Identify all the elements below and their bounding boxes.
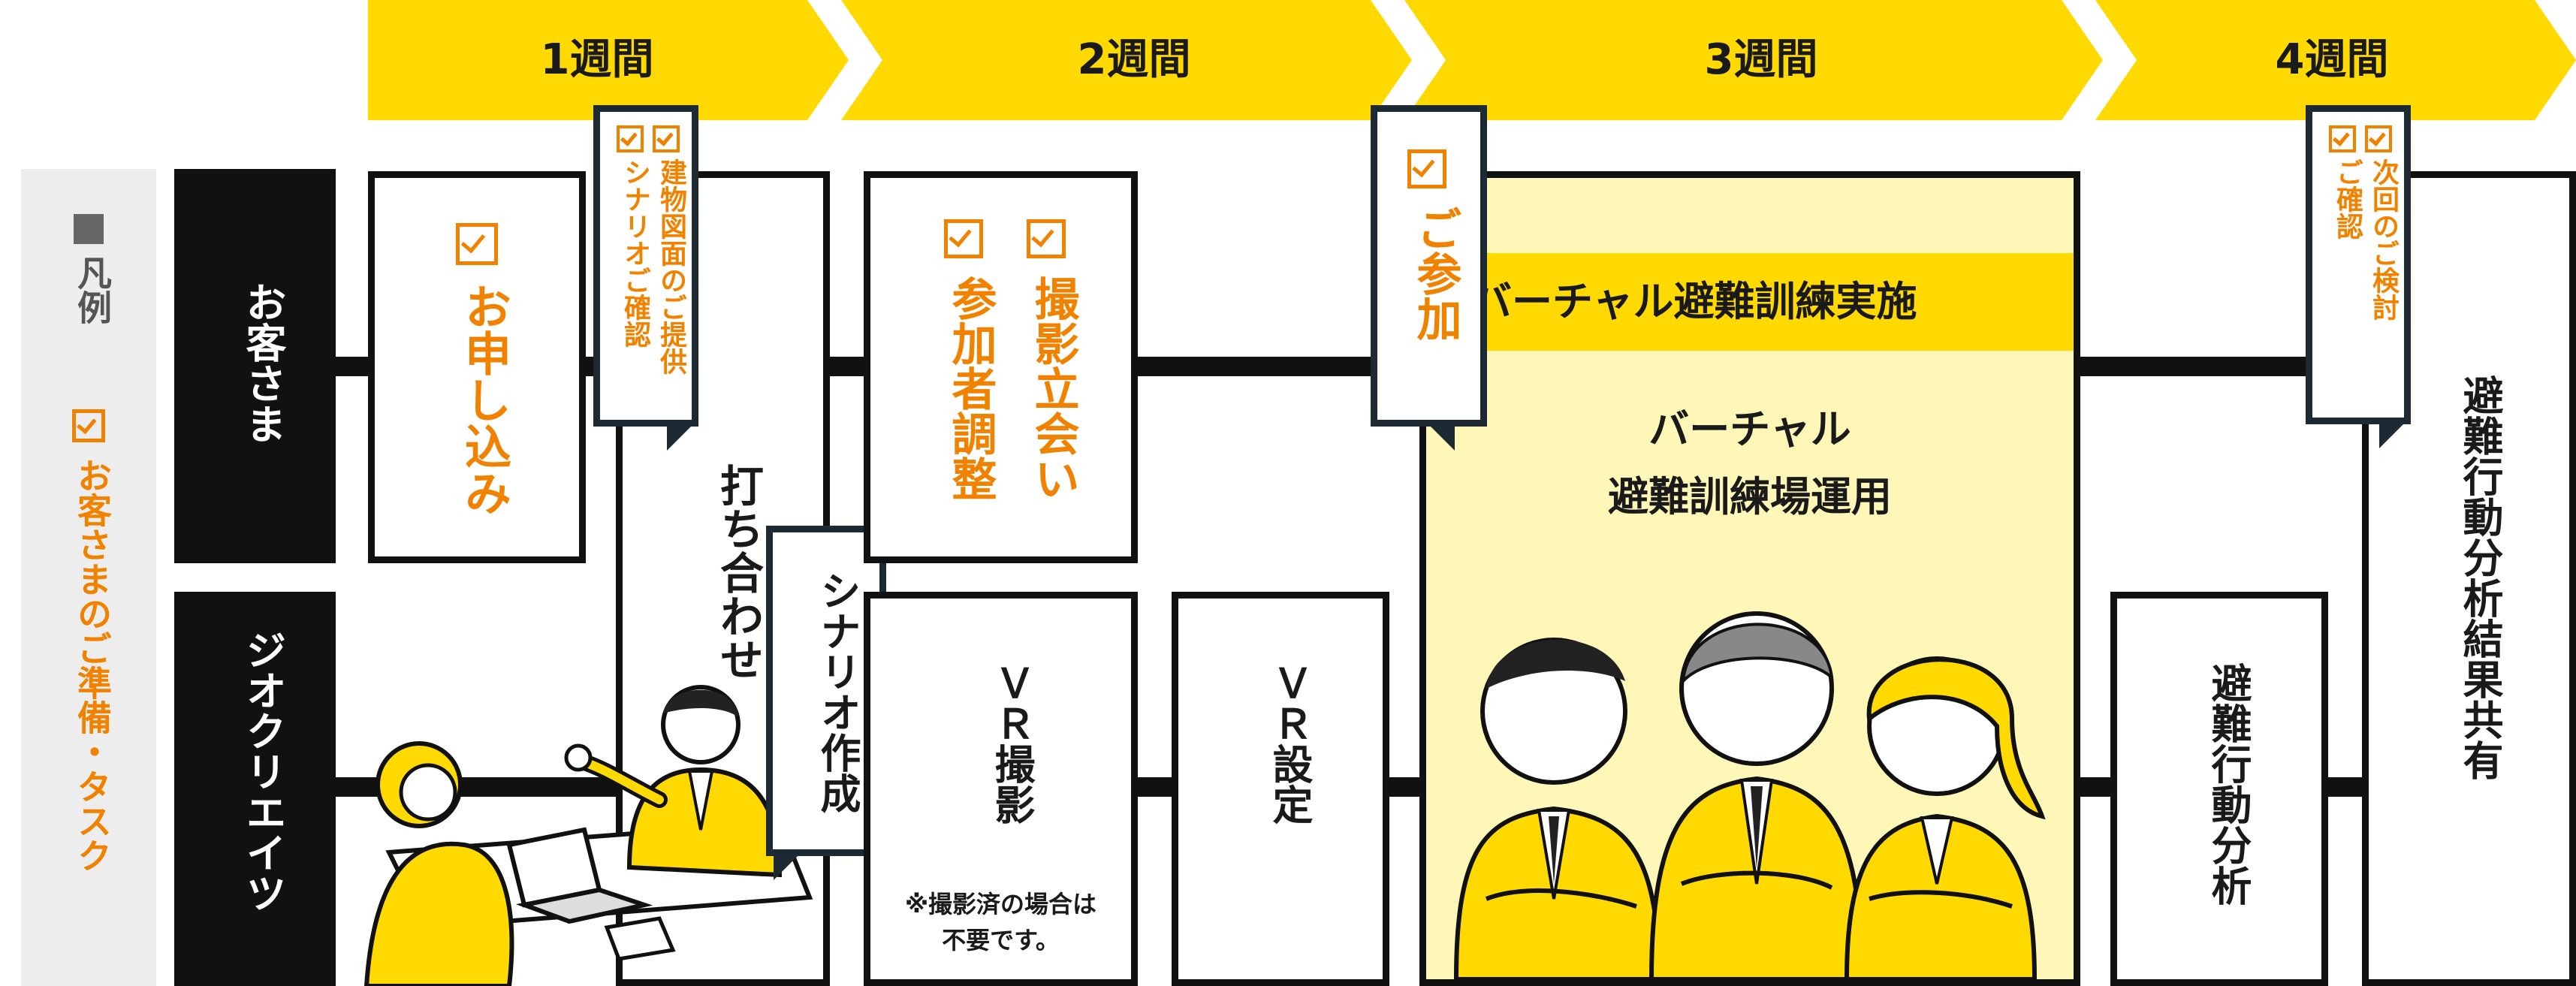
check-icon xyxy=(2329,125,2356,166)
week-3-label: 3週間 xyxy=(1704,35,1818,84)
task-vr-shoot-label: ＶＲ撮影 xyxy=(988,662,1035,825)
vr-shoot-note-1: ※撮影済の場合は xyxy=(904,890,1097,918)
callout-confirm-next: ご確認 次回のご検討 xyxy=(2306,105,2411,424)
legend-check-icon xyxy=(72,409,105,459)
virtual-drill-banner xyxy=(1426,253,2074,351)
task-vr-setup-box: ＶＲ設定 xyxy=(1172,592,1389,986)
check-icon xyxy=(2365,125,2392,166)
callout-participate: ご参加 xyxy=(1371,105,1487,427)
legend-panel: 凡例 お客さまのご準備・タスク xyxy=(21,169,156,986)
week-4-label: 4週間 xyxy=(2275,35,2389,84)
legend-square-icon xyxy=(74,214,104,244)
row-label-geocreate: ジオクリエイツ xyxy=(174,592,336,986)
check-icon xyxy=(944,219,983,278)
vr-shoot-note-2: 不要です。 xyxy=(942,926,1060,954)
week-2-label: 2週間 xyxy=(1077,35,1191,84)
virtual-drill-area: バーチャル避難訓練実施 バーチャル 避難訓練場運用 xyxy=(1419,171,2080,986)
check-icon xyxy=(1407,149,1446,208)
callout-pointer xyxy=(774,856,798,880)
task-vr-shoot-box: ＶＲ撮影 ※撮影済の場合は 不要です。 xyxy=(864,592,1138,986)
callout-pointer xyxy=(2379,424,2403,448)
task-result-share-label: 避難行動分析結果共有 xyxy=(2456,375,2503,780)
virtual-drill-title: バーチャル避難訓練実施 xyxy=(1471,278,1917,325)
week-1-label: 1週間 xyxy=(540,35,654,84)
week-4-arrow xyxy=(2095,0,2576,120)
task-participant-label: 参加者調整 xyxy=(944,276,997,501)
task-behavior-analysis-label: 避難行動分析 xyxy=(2204,662,2252,906)
check-icon xyxy=(653,125,680,166)
check-icon xyxy=(617,125,644,166)
virtual-venue-line-2: 避難訓練場運用 xyxy=(1608,473,1892,520)
row-label-customer: お客さま xyxy=(174,169,336,563)
week-1-arrow xyxy=(368,0,849,120)
check-icon xyxy=(456,223,498,286)
week-3-arrow xyxy=(1404,0,2103,120)
callout-scenario-confirm: シナリオご確認 建物図面のご提供 xyxy=(593,105,698,427)
callout-pointer xyxy=(1431,427,1455,451)
legend-item: お客さまのご準備・タスク xyxy=(72,458,113,873)
virtual-venue-line-1: バーチャル xyxy=(1648,406,1851,453)
task-vr-setup-label: ＶＲ設定 xyxy=(1265,662,1313,825)
task-meeting-label: 打ち合わせ xyxy=(713,463,764,681)
task-apply-box: お申し込み xyxy=(368,171,586,563)
check-icon xyxy=(1027,219,1066,278)
meeting-illustration xyxy=(359,680,817,986)
task-participant-box: 参加者調整 撮影立会い xyxy=(864,171,1138,563)
callout-pointer xyxy=(667,427,691,451)
week-2-arrow xyxy=(841,0,1412,120)
team-illustration xyxy=(1441,599,2065,979)
task-behavior-analysis-box: 避難行動分析 xyxy=(2110,592,2328,986)
task-shoot-attend-label: 撮影立会い xyxy=(1027,276,1079,501)
legend-title: 凡例 xyxy=(72,255,113,324)
task-apply-label: お申し込み xyxy=(457,283,511,516)
